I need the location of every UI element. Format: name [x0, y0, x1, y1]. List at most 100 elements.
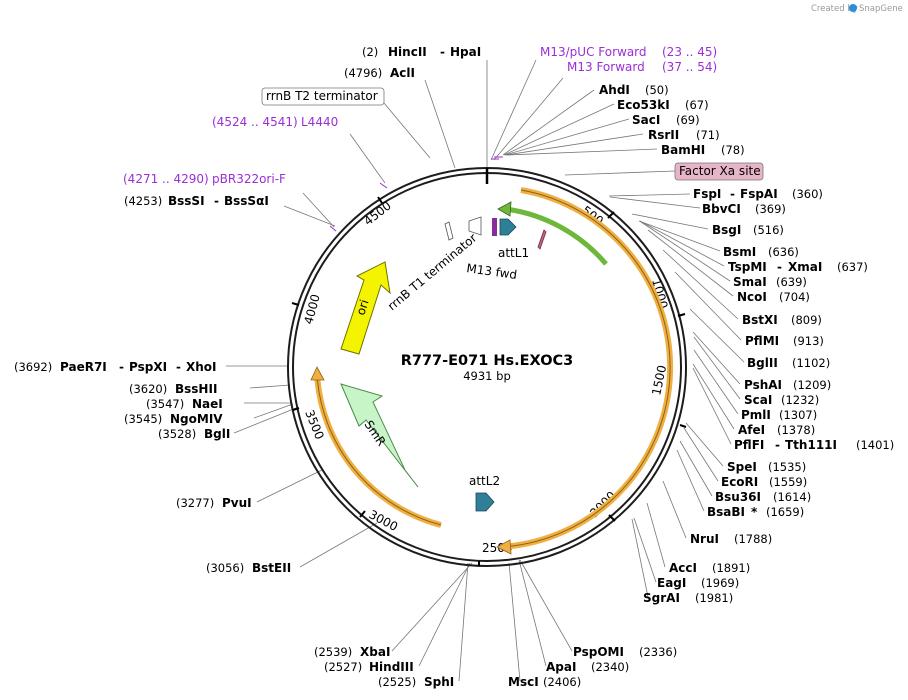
tick-label-4000: 4000 [301, 293, 322, 326]
svg-text:-: - [730, 187, 735, 201]
site-ecori-name: EcoRI [721, 475, 758, 489]
site-nrui-name: NruI [690, 532, 719, 546]
site-fspai-name: FspAI [740, 187, 778, 201]
attl2-arrow [475, 492, 495, 512]
site-saci-pos: (69) [676, 113, 700, 127]
primer-m13fwd-range: (37 .. 54) [662, 60, 717, 74]
ori-feature-arrow [340, 261, 391, 355]
site-sgrai-pos: (1981) [695, 591, 733, 605]
rrnb-t2-terminator-label: rrnB T2 terminator [266, 89, 378, 103]
site-bsshii-pos: (3620) [129, 382, 167, 396]
site-psppomi-pos: (2336) [639, 645, 677, 659]
site-bglii-pos: (1102) [792, 356, 830, 370]
plasmid-length: 4931 bp [463, 369, 511, 383]
site-bbvci-name: BbvCI [702, 202, 741, 216]
site-bsmi-name: BsmI [723, 245, 756, 259]
green-arrowhead [497, 201, 512, 217]
site-rsrii-pos: (71) [696, 128, 720, 142]
svg-text:-: - [777, 260, 782, 274]
site-spei-pos: (1535) [768, 460, 806, 474]
site-bstxi-pos: (809) [791, 313, 822, 327]
rrnb-t1-terminator-shape [444, 221, 454, 241]
tick-label-1500: 1500 [649, 364, 669, 397]
site-eco53ki-pos: (67) [685, 98, 709, 112]
site-pspxi-name: PspXI [129, 360, 167, 374]
site-hindiii-name: HindIII [369, 660, 414, 674]
site-bsabi-pos: (1659) [766, 505, 804, 519]
site-pflmi-pos: (913) [793, 334, 824, 348]
site-smai-pos: (639) [776, 275, 807, 289]
site-eagi-pos: (1969) [701, 576, 739, 590]
site-bsssi-pos: (4253) [124, 194, 162, 208]
site-pvui-pos: (3277) [176, 496, 214, 510]
m13-fwd-primer-shape [468, 216, 482, 236]
svg-text:-: - [775, 438, 780, 452]
site-tth111i-name: Tth111I [785, 438, 837, 452]
primer-m13puc-name: M13/pUC Forward [540, 45, 647, 59]
site-bsabi-name: BsaBI [707, 505, 745, 519]
site-sgrai-name: SgrAI [643, 591, 680, 605]
site-apai-name: ApaI [546, 660, 576, 674]
site-bstxi-name: BstXI [742, 313, 778, 327]
rrnb-t2-terminator-box [261, 87, 385, 106]
site-pmli-name: PmlI [741, 408, 771, 422]
site-fspi-name: FspI [693, 187, 721, 201]
site-bamhi-name: BamHI [661, 143, 705, 157]
site-eco53ki-name: Eco53kI [617, 98, 670, 112]
plasmid-name: R777-E071 Hs.EXOC3 [401, 353, 574, 369]
site-bgli-pos: (3528) [158, 427, 196, 441]
m13-fwd-label: M13 fwd [466, 261, 518, 282]
site-ngomiv-name: NgoMIV [170, 412, 223, 426]
svg-text:-: - [440, 45, 445, 59]
site-xmai-name: XmaI [788, 260, 822, 274]
site-ncoi-pos: (704) [779, 290, 810, 304]
site-xbai-pos: (2539) [314, 645, 352, 659]
site-ngomiv-pos: (3545) [124, 412, 162, 426]
primer-markers [329, 156, 503, 232]
site-bsssi-name: BssSI [168, 194, 205, 208]
attl2-label: attL2 [469, 474, 500, 488]
leader-lines [226, 59, 745, 682]
site-xbai-name: XbaI [360, 645, 390, 659]
factor-xa-site-label: Factor Xa site [679, 164, 761, 178]
site-sphi-pos: (2525) [378, 675, 416, 689]
site-bsteii-name: BstEII [252, 561, 291, 575]
site-acli-pos: (4796) [344, 66, 382, 80]
site-paer7i-pos: (3692) [14, 360, 52, 374]
site-acci-pos: (1891) [712, 561, 750, 575]
svg-text:-: - [214, 194, 219, 208]
primer-pbr322-range: (4271 .. 4290) [123, 172, 209, 186]
site-msci-pos: (2406) [543, 675, 581, 689]
site-apai-pos: (2340) [591, 660, 629, 674]
site-hincii-name: HincII [388, 45, 427, 59]
site-scai-pos: (1232) [781, 393, 819, 407]
primer-m13puc-range: (23 .. 45) [662, 45, 717, 59]
site-fspi-pos: (360) [792, 187, 823, 201]
site-bsu36i-name: Bsu36I [715, 490, 761, 504]
site-smai-name: SmaI [733, 275, 767, 289]
site-hpai-name: HpaI [450, 45, 481, 59]
created-by-label: Created by [811, 4, 858, 14]
site-tspmi-name: TspMI [728, 260, 767, 274]
site-scai-name: ScaI [744, 393, 772, 407]
site-bgli-name: BglI [204, 427, 230, 441]
site-afei-name: AfeI [738, 423, 765, 437]
orange-arrowhead-2 [310, 366, 325, 381]
site-sphi-name: SphI [424, 675, 454, 689]
site-bamhi-pos: (78) [721, 143, 745, 157]
attl1-arrow [499, 218, 517, 236]
site-naei-name: NaeI [192, 397, 223, 411]
smr-feature-arrow [340, 383, 419, 488]
factor-xa-site-box [674, 162, 764, 181]
site-psppomi-name: PspOMI [573, 645, 624, 659]
site-ecori-pos: (1559) [769, 475, 807, 489]
primer-l4440-range: (4524 .. 4541) [212, 115, 298, 129]
brand-label: SnapGene [859, 4, 903, 14]
site-pflfi-name: PflFI [734, 438, 764, 452]
site-pshai-name: PshAI [744, 378, 782, 392]
tick-marks [291, 196, 687, 566]
site-afei-pos: (1378) [777, 423, 815, 437]
site-rsrii-name: RsrII [648, 128, 679, 142]
